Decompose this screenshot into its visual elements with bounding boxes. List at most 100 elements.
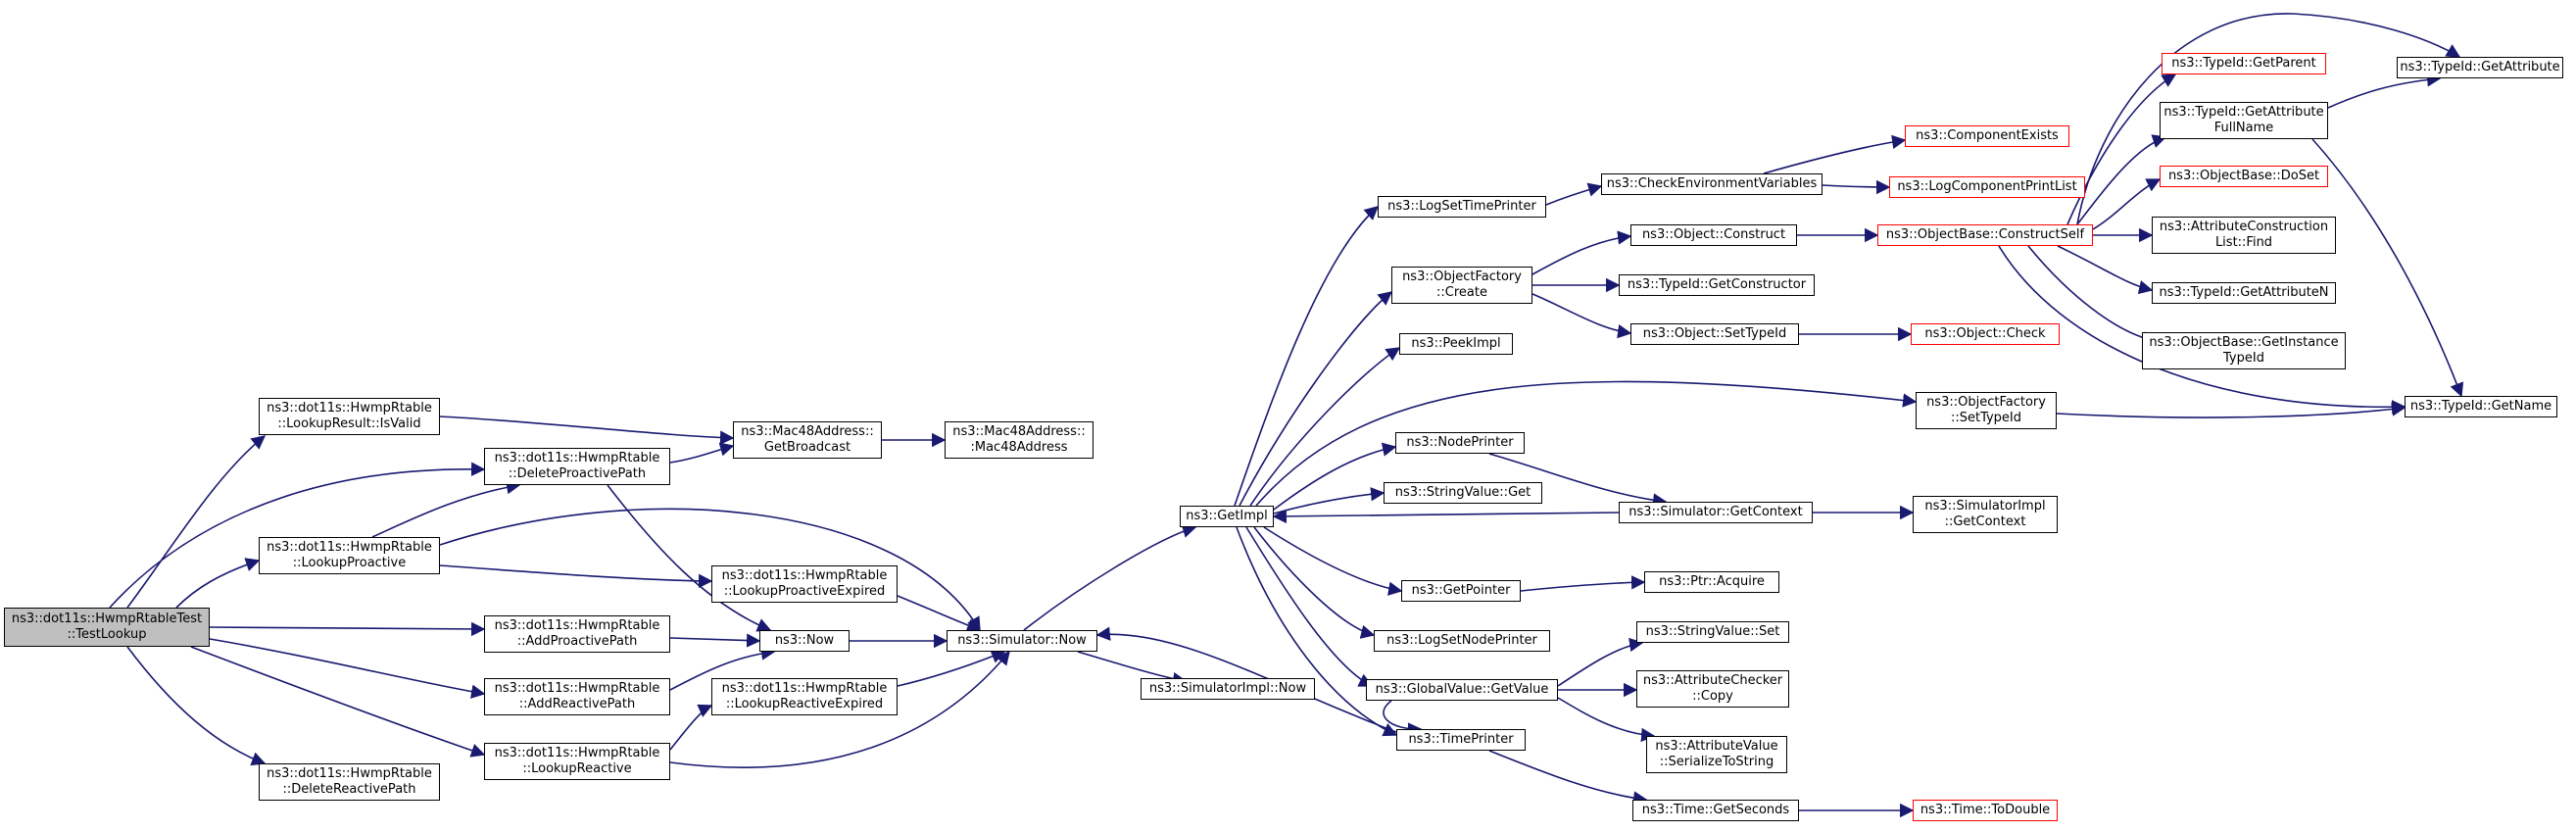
edge-testlookup-addproactive [209,621,486,637]
node-string-value-set[interactable]: ns3::StringValue::Set [1636,621,1789,643]
node-simulator-impl-now[interactable]: ns3::SimulatorImpl::Now [1141,678,1315,700]
edge-constructself-fullname [2076,134,2167,225]
edge-getcontext-getimpl [1272,509,1620,524]
node-get-broadcast[interactable]: ns3::Mac48Address::GetBroadcast [733,421,882,459]
edge-deleteproactive-now [607,484,772,632]
edge-getimpl-timeprinter [1236,526,1398,737]
node-object-set-type-id[interactable]: ns3::Object::SetTypeId [1630,323,1799,345]
node-simulator-now[interactable]: ns3::Simulator::Now [947,630,1097,652]
edge-isvalid-getbroadcast [439,416,735,445]
node-attribute-value-serialize-to-string[interactable]: ns3::AttributeValue::SerializeToString [1646,736,1787,773]
node-lookup-proactive-expired[interactable]: ns3::dot11s::HwmpRtable::LookupProactive… [711,565,898,603]
edge-lookupproactive-simnow [439,508,981,632]
node-simulator-get-context[interactable]: ns3::Simulator::GetContext [1619,502,1813,523]
node-type-id-get-attribute[interactable]: ns3::TypeId::GetAttribute [2397,57,2563,78]
node-string-value-get[interactable]: ns3::StringValue::Get [1384,482,1542,504]
edge-getimpl-getpointer [1263,526,1403,596]
edge-testlookup-addreactive [209,638,486,699]
node-peek-impl[interactable]: ns3::PeekImpl [1399,333,1513,355]
node-time-get-seconds[interactable]: ns3::Time::GetSeconds [1632,800,1799,821]
node-test-lookup: ns3::dot11s::HwmpRtableTest::TestLookup [4,608,210,647]
node-now[interactable]: ns3::Now [759,630,850,652]
node-global-value-get-value[interactable]: ns3::GlobalValue::GetValue [1366,679,1558,701]
edge-fullname-getattribute [2327,73,2442,109]
node-time-to-double[interactable]: ns3::Time::ToDouble [1913,800,2058,821]
node-object-check[interactable]: ns3::Object::Check [1911,323,2060,345]
edge-lookupreactive-simnow [669,650,1010,768]
node-lookup-result-is-valid[interactable]: ns3::dot11s::HwmpRtable::LookupResult::I… [259,398,440,435]
edge-getimpl-globalvalue [1245,526,1374,687]
edge-checkenv-componentexists [1763,134,1907,174]
edge-constructself-getattributen [2057,245,2154,295]
edge-getpointer-ptracquire [1520,575,1646,592]
edge-addreactive-now [669,646,776,691]
edge-lookupreactive-reactexpired [669,704,713,751]
node-add-reactive-path[interactable]: ns3::dot11s::HwmpRtable::AddReactivePath [484,678,670,715]
edge-globalvalue-serialize [1557,697,1656,743]
edge-getimpl-logsettime [1234,206,1380,507]
node-lookup-reactive-expired[interactable]: ns3::dot11s::HwmpRtable::LookupReactiveE… [711,678,898,715]
edge-getimpl-setypeid [1255,380,1918,507]
node-log-component-print-list[interactable]: ns3::LogComponentPrintList [1889,176,2085,198]
edge-getimpl-lognodeprinter [1253,526,1376,639]
node-component-exists[interactable]: ns3::ComponentExists [1905,125,2069,147]
edge-testlookup-lookupproactive [175,558,261,609]
edge-checkenv-printlist [1822,179,1891,195]
edge-timeprinter-simnow [1095,626,1397,733]
edge-lookupproactive-proexpired [439,564,713,589]
node-delete-reactive-path[interactable]: ns3::dot11s::HwmpRtable::DeleteReactiveP… [259,763,440,801]
edge-constructself-getinstancetypeid [2027,245,2158,346]
edge-proexpired-simnow [897,595,982,632]
edge-globalvalue-stringset [1557,637,1644,687]
node-delete-proactive-path[interactable]: ns3::dot11s::HwmpRtable::DeleteProactive… [484,448,670,485]
node-get-impl[interactable]: ns3::GetImpl [1180,506,1274,527]
node-log-set-time-printer[interactable]: ns3::LogSetTimePrinter [1378,196,1546,218]
node-type-id-get-name[interactable]: ns3::TypeId::GetName [2405,396,2557,417]
edge-create-construct [1531,230,1632,275]
edge-testlookup-isvalid [126,435,267,609]
edge-testlookup-deletereactive [126,646,267,766]
node-attribute-checker-copy[interactable]: ns3::AttributeChecker::Copy [1636,670,1789,708]
edge-constructself-getattribute [2076,13,2461,225]
node-type-id-get-constructor[interactable]: ns3::TypeId::GetConstructor [1619,274,1815,296]
node-type-id-get-parent[interactable]: ns3::TypeId::GetParent [2162,53,2326,74]
edge-globalvalue-timeprinter [1383,700,1423,737]
node-get-pointer[interactable]: ns3::GetPointer [1401,580,1521,602]
node-simulator-impl-get-context[interactable]: ns3::SimulatorImpl::GetContext [1913,496,2058,533]
node-lookup-proactive[interactable]: ns3::dot11s::HwmpRtable::LookupProactive [259,537,440,574]
node-ptr-acquire[interactable]: ns3::Ptr::Acquire [1644,571,1779,593]
edge-constructself-getparent [2066,73,2177,225]
edge-create-settypeid [1531,293,1632,339]
node-type-id-get-attribute-n[interactable]: ns3::TypeId::GetAttributeN [2152,282,2336,304]
node-time-printer[interactable]: ns3::TimePrinter [1396,729,1526,751]
edge-getimpl-peekimpl [1249,347,1401,507]
node-object-construct[interactable]: ns3::Object::Construct [1630,224,1797,246]
node-object-factory-set-type-id[interactable]: ns3::ObjectFactory::SetTypeId [1916,392,2057,429]
node-node-printer[interactable]: ns3::NodePrinter [1395,432,1525,454]
edge-deleteproactive-getbroadcast [669,442,735,464]
node-object-base-construct-self[interactable]: ns3::ObjectBase::ConstructSelf [1877,224,2093,246]
edge-setypeid-getname [2056,402,2406,418]
edge-logsettime-checkenv [1545,182,1603,206]
edge-getimpl-create [1239,291,1393,507]
node-object-factory-create[interactable]: ns3::ObjectFactory::Create [1391,267,1532,304]
edge-testlookup-lookupreactive [190,646,486,758]
node-add-proactive-path[interactable]: ns3::dot11s::HwmpRtable::AddProactivePat… [484,615,670,653]
edge-reactexpired-simnow [897,650,1006,687]
edge-constructself-doset [2092,178,2162,230]
edge-getimpl-nodeprinter [1273,442,1397,511]
edge-fullname-getname [2311,138,2464,398]
edge-nodeprinter-getcontext [1488,453,1668,508]
node-lookup-reactive[interactable]: ns3::dot11s::HwmpRtable::LookupReactive [484,743,670,780]
node-log-set-node-printer[interactable]: ns3::LogSetNodePrinter [1374,630,1550,652]
edge-testlookup-deleteproactive [109,462,486,609]
node-mac48-address[interactable]: ns3::Mac48Address:::Mac48Address [945,421,1094,459]
edge-simnow-getimpl [1023,523,1197,631]
node-object-base-do-set[interactable]: ns3::ObjectBase::DoSet [2160,166,2328,187]
edge-lookupproactive-deleteproactive [371,480,521,538]
node-check-environment-variables[interactable]: ns3::CheckEnvironmentVariables [1601,173,1823,195]
